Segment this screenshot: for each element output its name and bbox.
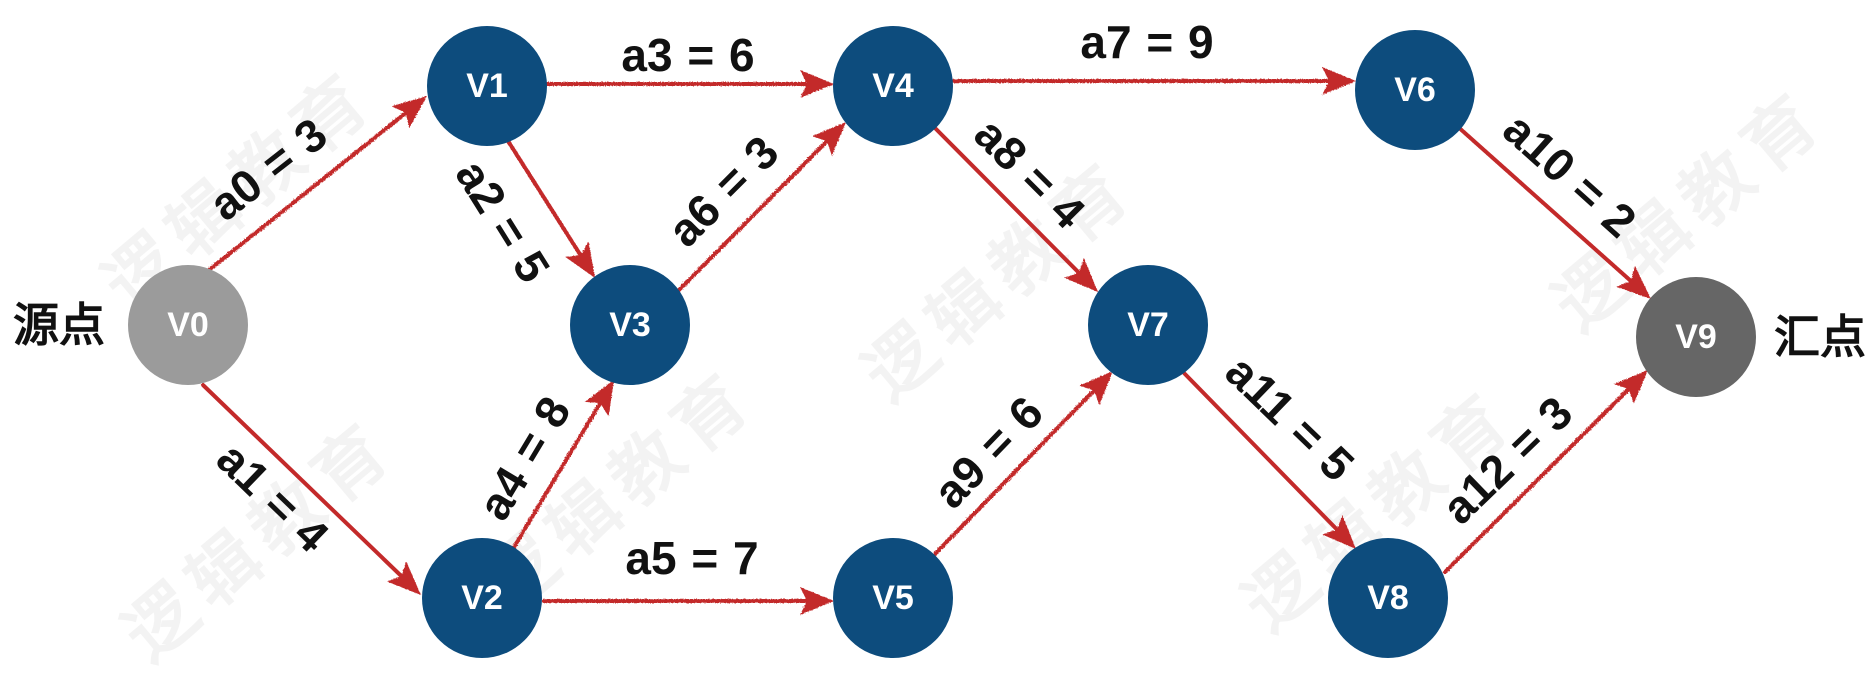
node-circle bbox=[833, 538, 953, 658]
node-label: V0 bbox=[167, 306, 209, 344]
node-layer: V0 V1 V2 V3 V4 V5 V6 V7 bbox=[128, 26, 1756, 658]
edge-a0 bbox=[207, 95, 427, 272]
node-v4: V4 bbox=[833, 26, 953, 146]
node-circle bbox=[1328, 538, 1448, 658]
edge-layer bbox=[201, 67, 1652, 615]
node-circle bbox=[570, 265, 690, 385]
node-v2: V2 bbox=[422, 538, 542, 658]
node-v5: V5 bbox=[833, 538, 953, 658]
source-label: 源点 bbox=[13, 298, 105, 352]
node-v0: V0 bbox=[128, 265, 248, 385]
edge-a11 bbox=[1182, 371, 1356, 549]
node-label: V6 bbox=[1394, 71, 1436, 109]
edge-label-a11: a11 = 5 bbox=[1216, 345, 1364, 491]
node-circle bbox=[1355, 30, 1475, 150]
node-circle bbox=[833, 26, 953, 146]
node-v7: V7 bbox=[1088, 265, 1208, 385]
node-label: V1 bbox=[466, 67, 508, 105]
node-label: V4 bbox=[872, 67, 914, 105]
node-circle bbox=[1636, 277, 1756, 397]
node-circle bbox=[427, 26, 547, 146]
edge-a2 bbox=[506, 139, 596, 278]
edge-a6 bbox=[676, 122, 846, 293]
node-circle bbox=[128, 265, 248, 385]
edge-a8 bbox=[931, 124, 1098, 292]
node-label: V5 bbox=[872, 579, 914, 617]
edge-label-a2: a2 = 5 bbox=[446, 151, 561, 292]
node-label: V3 bbox=[609, 306, 651, 344]
edge-a9 bbox=[931, 370, 1113, 558]
watermark-text: 逻辑教育 bbox=[848, 143, 1152, 417]
node-v8: V8 bbox=[1328, 538, 1448, 658]
edge-label-a6: a6 = 3 bbox=[658, 126, 789, 257]
edge-a4 bbox=[512, 379, 615, 549]
node-label: V2 bbox=[461, 579, 503, 617]
node-label: V8 bbox=[1367, 579, 1409, 617]
node-v1: V1 bbox=[427, 26, 547, 146]
edge-label-a5: a5 = 7 bbox=[625, 532, 758, 584]
edge-a12 bbox=[1443, 370, 1648, 574]
edge-label-a3: a3 = 6 bbox=[621, 29, 754, 81]
node-circle bbox=[1088, 265, 1208, 385]
node-v6: V6 bbox=[1355, 30, 1475, 150]
node-label: V9 bbox=[1675, 318, 1717, 356]
node-label: V7 bbox=[1127, 306, 1169, 344]
edge-a1 bbox=[201, 383, 421, 595]
sink-label: 汇点 bbox=[1774, 310, 1866, 364]
node-v3: V3 bbox=[570, 265, 690, 385]
edge-a10 bbox=[1455, 124, 1652, 299]
edge-label-a7: a7 = 9 bbox=[1080, 16, 1213, 68]
node-v9: V9 bbox=[1636, 277, 1756, 397]
node-circle bbox=[422, 538, 542, 658]
